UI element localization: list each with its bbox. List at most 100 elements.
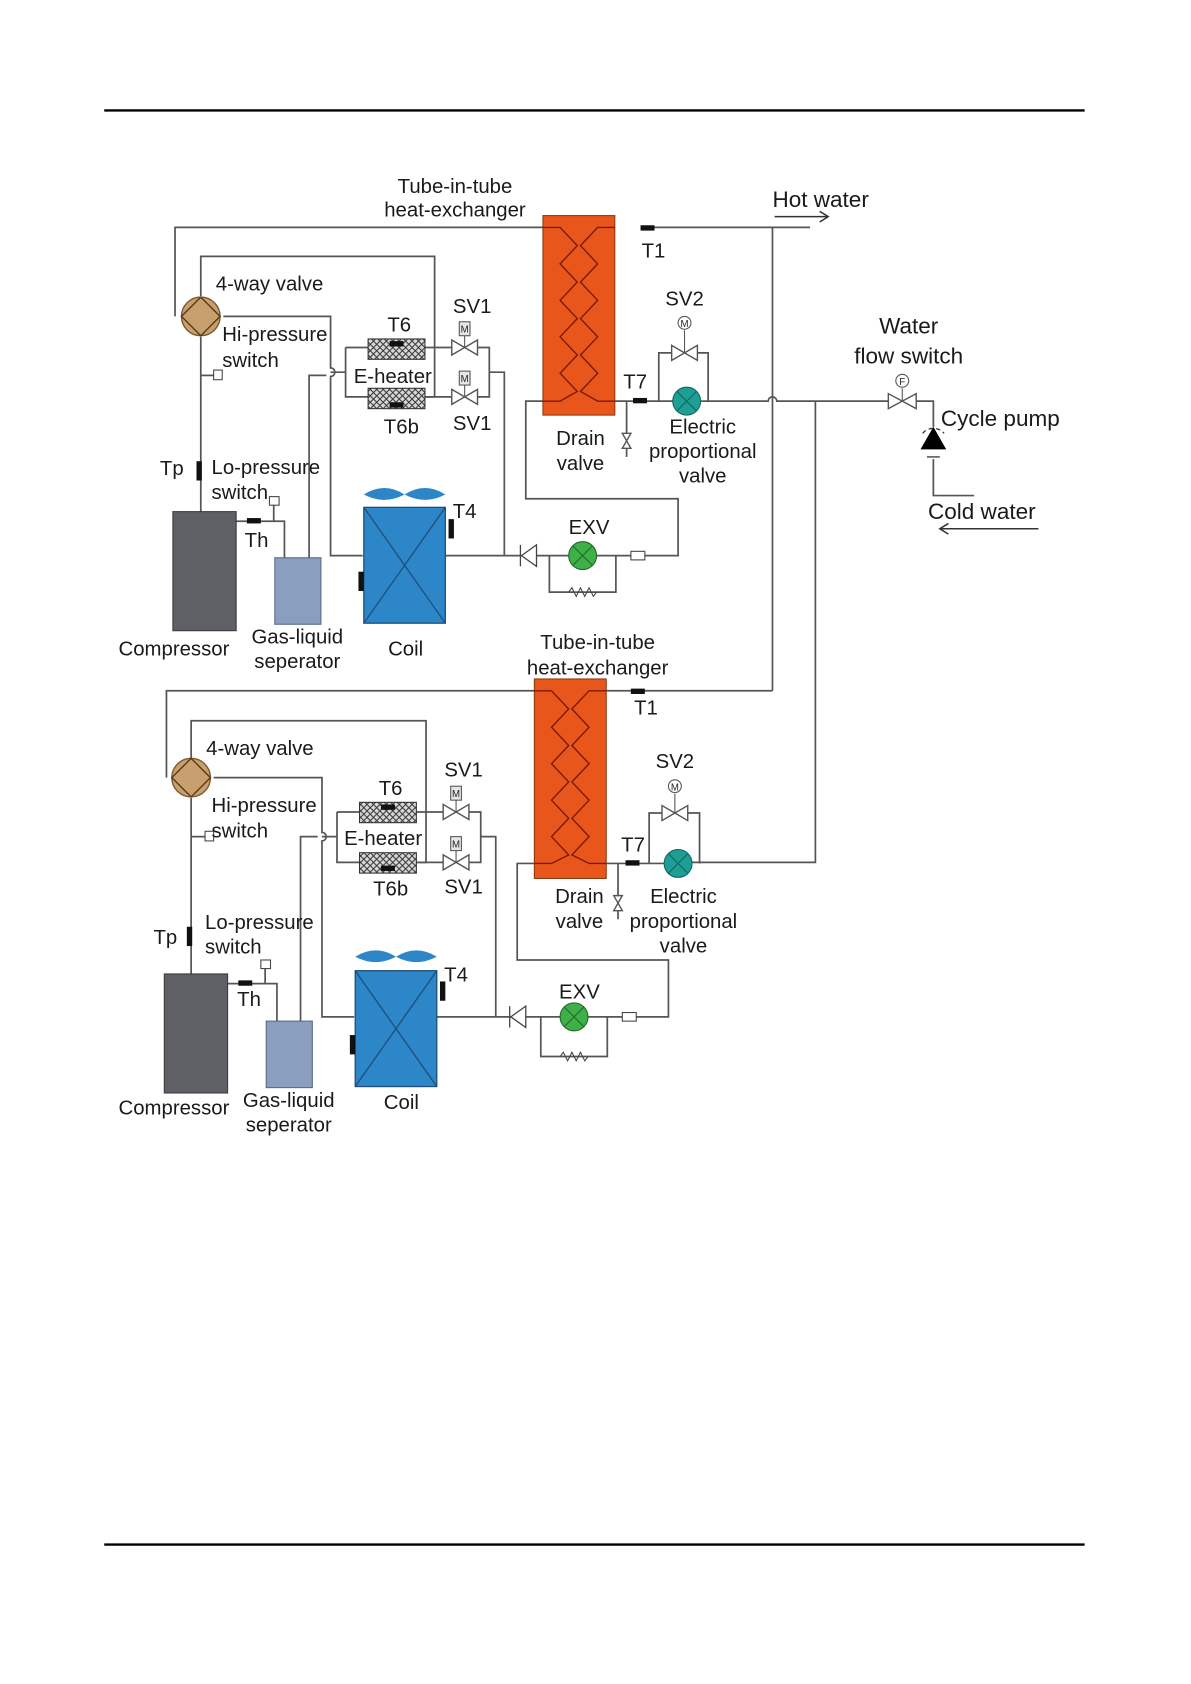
- gas-liquid-separator-1: [274, 557, 322, 625]
- hx-label-2: heat-exchanger: [527, 658, 669, 680]
- filter-icon: [621, 1012, 637, 1022]
- heat-exchanger-2: [533, 678, 607, 880]
- compressor-label: Compressor: [119, 1097, 230, 1119]
- t4-label: T4: [453, 501, 477, 523]
- e-heater-label: E-heater: [354, 366, 432, 388]
- t1-label: T1: [642, 240, 666, 262]
- drain-valve-icon: [621, 432, 633, 450]
- tp-label: Tp: [153, 927, 177, 949]
- fan-icon: [355, 950, 437, 963]
- sv2-valve-icon: M: [661, 779, 689, 822]
- cold-water-arrow-icon: [938, 522, 1039, 535]
- lo-pressure-switch-icon: [268, 496, 280, 506]
- four-way-valve-label: 4-way valve: [216, 274, 324, 296]
- tp-label: Tp: [160, 458, 184, 480]
- sv1-bottom-valve-icon: M: [442, 836, 470, 872]
- motor-symbol: M: [452, 789, 460, 800]
- check-valve-icon: [519, 543, 538, 568]
- cycle-pump-icon: [920, 426, 947, 458]
- gas-liquid-separator-2: [265, 1020, 313, 1089]
- e-heater-bottom: [367, 387, 426, 410]
- refrigerant-circuit-1: Tube-in-tube heat-exchanger T1 4-way val…: [119, 176, 757, 673]
- pump-inlet-pipe: [916, 400, 935, 427]
- th-sensor-icon: [238, 980, 253, 986]
- water-side: Hot water F Water flow switch Cycle pump…: [643, 187, 1060, 864]
- t7-sensor-icon: [633, 397, 647, 404]
- t7-label: T7: [621, 835, 645, 857]
- hx-coil-water: [579, 226, 615, 402]
- motor-symbol: M: [681, 319, 689, 330]
- sv2-label: SV2: [665, 289, 703, 311]
- hx-coil-refrigerant: [534, 690, 570, 865]
- heat-exchanger-1: [542, 215, 616, 416]
- epv-label-1: Electric: [650, 886, 717, 908]
- hx-label-1: Tube-in-tube: [398, 176, 513, 198]
- drain-valve-icon: [612, 894, 624, 912]
- coil-cross: [354, 970, 438, 1087]
- sv1-bottom-label: SV1: [444, 876, 482, 898]
- drain-valve-label-1: Drain: [555, 886, 604, 908]
- coil-sensor-icon: [358, 571, 364, 592]
- exv-icon: [568, 541, 598, 571]
- hx-label-1: Tube-in-tube: [540, 632, 655, 654]
- e-heater-top: [367, 338, 426, 360]
- hi-pressure-switch-icon: [213, 369, 223, 381]
- motor-symbol: M: [452, 839, 460, 850]
- t7-label: T7: [623, 371, 647, 393]
- cold-water-inlet-pipe: [932, 459, 975, 497]
- check-valve-icon: [509, 1004, 527, 1029]
- hi-pressure-label-1: Hi-pressure: [222, 324, 327, 346]
- t4-label: T4: [444, 964, 468, 986]
- drain-valve-label-2: valve: [556, 911, 604, 933]
- compressor-1: [172, 511, 237, 632]
- four-way-valve-label: 4-way valve: [206, 738, 313, 760]
- flow-switch-icon: [895, 373, 910, 388]
- t4-sensor-icon: [448, 519, 454, 539]
- flow-switch-symbol: F: [899, 377, 905, 388]
- tp-sensor-icon: [186, 926, 193, 947]
- e-heater-bottom: [358, 852, 417, 874]
- separator-label-2: seperator: [246, 1115, 332, 1137]
- water-return-riser-lower: [692, 401, 817, 864]
- coil-cross: [363, 506, 446, 624]
- exv-label: EXV: [559, 982, 600, 1004]
- e-heater-label: E-heater: [344, 828, 422, 850]
- separator-label-1: Gas-liquid: [243, 1090, 335, 1112]
- hot-water-arrow-icon: [774, 210, 830, 223]
- hx-coil-water: [570, 690, 607, 865]
- th-label: Th: [237, 989, 261, 1011]
- hx-label-2: heat-exchanger: [384, 200, 526, 222]
- coil-sensor-icon: [349, 1035, 356, 1055]
- hi-pressure-label-1: Hi-pressure: [212, 795, 317, 817]
- sv2-valve-icon: M: [670, 315, 699, 362]
- sv1-top-valve-icon: M: [451, 321, 479, 357]
- lo-pressure-label-1: Lo-pressure: [205, 912, 314, 934]
- t6-label: T6: [379, 778, 403, 800]
- hi-pressure-label-2: switch: [222, 350, 279, 372]
- sv1-top-label: SV1: [444, 760, 482, 782]
- motor-symbol: M: [461, 374, 469, 385]
- sv1-top-label: SV1: [453, 296, 491, 318]
- water-flow-switch-label-1: Water: [879, 314, 939, 339]
- fan-icon: [363, 488, 446, 500]
- t6b-sensor-icon: [380, 865, 395, 871]
- t4-sensor-icon: [439, 981, 446, 1001]
- water-flow-switch-label-2: flow switch: [854, 344, 963, 369]
- epv-label-2: proportional: [630, 911, 738, 933]
- separator-label-1: Gas-liquid: [251, 627, 343, 649]
- t6b-sensor-icon: [389, 402, 404, 408]
- epv-label-3: valve: [660, 935, 708, 957]
- cycle-pump-label: Cycle pump: [941, 406, 1060, 431]
- t7-sensor-icon: [625, 860, 640, 866]
- water-return-pipe: [702, 396, 889, 403]
- hi-pressure-switch-icon: [204, 830, 215, 842]
- tp-sensor-icon: [196, 461, 202, 481]
- t6-sensor-icon: [389, 341, 404, 347]
- lo-pressure-label-2: switch: [212, 482, 269, 504]
- drain-valve-label-2: valve: [557, 453, 605, 475]
- epv-label-1: Electric: [669, 416, 736, 438]
- lo-pressure-label-1: Lo-pressure: [212, 457, 321, 479]
- t1-sensor-icon: [640, 225, 655, 231]
- filter-icon: [630, 550, 646, 561]
- epv-label-3: valve: [679, 466, 727, 488]
